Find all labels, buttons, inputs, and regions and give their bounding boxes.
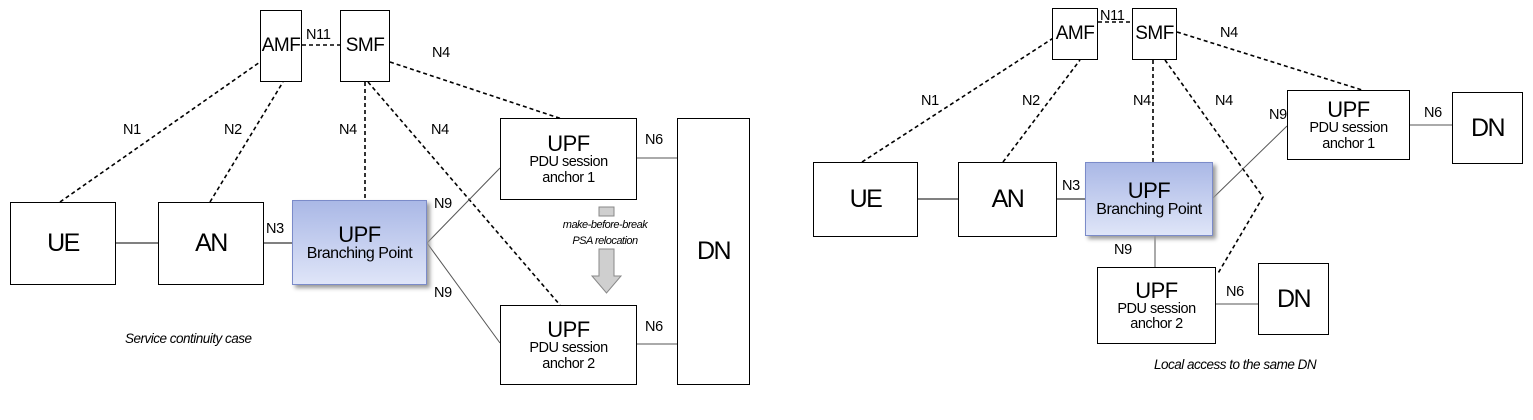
left-upf-psa1-line2: anchor 1 <box>542 169 595 186</box>
right-dn1-node: DN <box>1452 92 1523 164</box>
right-ue-node: UE <box>813 162 918 237</box>
right-ue-label: UE <box>849 185 883 214</box>
relocation-note-line1: make-before-break <box>562 219 648 231</box>
right-upf-bp-title: UPF <box>1127 178 1171 204</box>
right-label-n2: N2 <box>1022 93 1040 109</box>
left-amf-label: AMF <box>261 35 301 57</box>
left-ue-label: UE <box>47 229 80 258</box>
left-caption: Service continuity case <box>125 331 252 346</box>
right-label-n4-bp: N4 <box>1133 93 1151 109</box>
left-upf-psa2-title: UPF <box>547 317 590 343</box>
left-link-n9-psa2 <box>426 242 501 344</box>
right-label-n1: N1 <box>921 93 939 109</box>
right-amf-label: AMF <box>1055 23 1095 45</box>
left-label-n2: N2 <box>224 122 242 138</box>
right-dn2-label: DN <box>1276 284 1312 313</box>
left-link-n1 <box>59 61 261 203</box>
right-dn2-node: DN <box>1258 263 1329 335</box>
left-smf-label: SMF <box>345 35 385 57</box>
left-amf-node: AMF <box>260 10 302 82</box>
relocation-note-line2: PSA relocation <box>572 234 638 247</box>
right-an-node: AN <box>958 162 1057 237</box>
right-label-n4-psa1: N4 <box>1220 25 1238 41</box>
relocation-note: make-before-break PSA relocation <box>553 218 657 250</box>
right-upf-psa1-line2: anchor 1 <box>1322 135 1375 152</box>
right-smf-node: SMF <box>1132 8 1177 60</box>
right-label-n6-psa1: N6 <box>1424 105 1442 121</box>
right-label-n9-psa1: N9 <box>1269 107 1287 123</box>
left-label-n9-psa1: N9 <box>434 196 452 212</box>
right-upf-psa2-title: UPF <box>1135 277 1178 303</box>
left-dn-label: DN <box>696 237 732 266</box>
left-label-n4-psa1: N4 <box>432 45 450 61</box>
right-smf-label: SMF <box>1135 23 1174 45</box>
left-link-n4-psa1 <box>389 61 566 121</box>
relocation-arrow <box>590 206 623 294</box>
left-upf-psa2-line2: anchor 2 <box>542 355 595 372</box>
left-label-n3: N3 <box>266 221 284 237</box>
left-upf-bp-title: UPF <box>338 221 381 247</box>
left-an-label: AN <box>195 229 228 258</box>
right-link-n9-psa1 <box>1212 125 1288 199</box>
right-upf-psa2-line1: PDU session <box>1117 300 1196 317</box>
left-link-n2 <box>209 81 284 203</box>
left-label-n11: N11 <box>306 27 331 43</box>
left-dn-node: DN <box>677 118 750 385</box>
left-label-n4-bp: N4 <box>339 122 357 138</box>
left-upf-psa2-node: UPF PDU session anchor 2 <box>500 305 637 385</box>
right-label-n3: N3 <box>1062 178 1080 194</box>
right-link-n1 <box>861 34 1059 163</box>
left-upf-branching-point: UPF Branching Point <box>292 200 427 285</box>
right-label-n4-psa2: N4 <box>1215 93 1233 109</box>
right-link-n2 <box>1002 59 1081 163</box>
left-an-node: AN <box>158 202 264 285</box>
right-label-n6-psa2: N6 <box>1226 284 1244 300</box>
left-label-n1: N1 <box>123 122 141 138</box>
left-link-n9-psa1 <box>426 167 501 244</box>
left-smf-node: SMF <box>340 10 390 82</box>
right-caption: Local access to the same DN <box>1154 357 1317 372</box>
right-label-n11: N11 <box>1100 8 1125 24</box>
left-upf-psa1-line1: PDU session <box>529 154 608 171</box>
right-upf-psa2-line2: anchor 2 <box>1130 316 1183 333</box>
left-label-n9-psa2: N9 <box>434 285 452 301</box>
right-amf-node: AMF <box>1052 8 1098 60</box>
right-upf-psa1-line1: PDU session <box>1309 120 1388 137</box>
left-label-n4-psa2: N4 <box>431 122 449 138</box>
left-upf-psa2-line1: PDU session <box>529 340 608 357</box>
left-upf-bp-subtitle: Branching Point <box>306 244 413 262</box>
left-ue-node: UE <box>10 202 116 285</box>
right-upf-psa2-node: UPF PDU session anchor 2 <box>1097 267 1216 344</box>
right-link-n4-psa2 <box>1164 59 1264 276</box>
right-upf-psa1-title: UPF <box>1327 97 1370 123</box>
right-label-n9-psa2: N9 <box>1114 242 1132 258</box>
right-an-label: AN <box>991 185 1025 214</box>
right-link-n4-psa1 <box>1176 31 1363 91</box>
left-upf-psa1-title: UPF <box>547 131 590 157</box>
right-upf-bp-subtitle: Branching Point <box>1096 201 1202 219</box>
left-label-n6-psa1: N6 <box>645 132 663 148</box>
left-upf-psa1-node: UPF PDU session anchor 1 <box>500 118 637 200</box>
right-upf-psa1-node: UPF PDU session anchor 1 <box>1287 90 1410 160</box>
right-dn1-label: DN <box>1470 113 1506 142</box>
left-link-n4-psa2 <box>367 81 561 306</box>
right-upf-branching-point: UPF Branching Point <box>1085 162 1213 236</box>
left-label-n6-psa2: N6 <box>645 319 663 335</box>
